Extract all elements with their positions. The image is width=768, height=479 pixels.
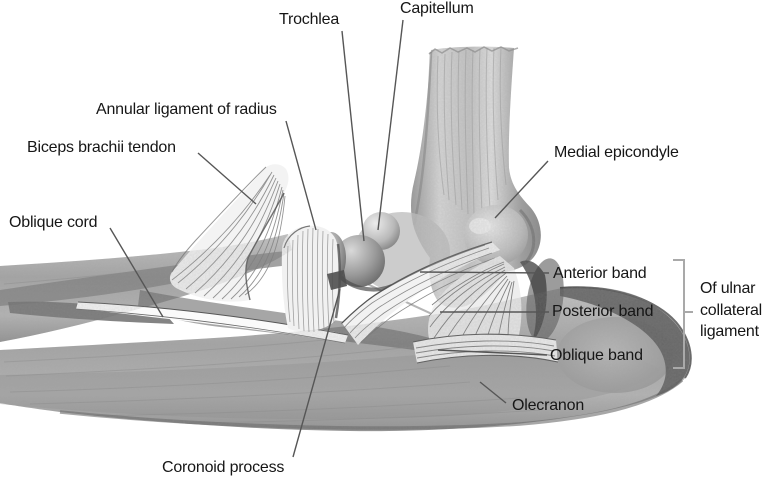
ucl-bracket (673, 259, 693, 369)
leader-lines (109, 19, 550, 458)
leader-coronoid-process (292, 288, 341, 458)
label-medial-epicondyle: Medial epicondyle (554, 144, 679, 161)
coronoid-process (327, 270, 347, 290)
label-coronoid-process: Coronoid process (162, 459, 285, 476)
label-annular-ligament: Annular ligament of radius (96, 101, 277, 118)
label-anterior-band: Anterior band (553, 265, 647, 282)
leader-biceps-tendon (197, 152, 257, 205)
label-oblique-band: Oblique band (550, 347, 643, 364)
annular-ligament (281, 225, 346, 333)
leader-oblique-cord (109, 227, 164, 318)
leader-trochlea (341, 30, 365, 242)
leader-capitellum (377, 19, 404, 231)
leader-oblique-band (437, 349, 548, 356)
label-trochlea: Trochlea (279, 11, 340, 28)
leader-medial-epicondyle (494, 160, 549, 219)
label-posterior-band: Posterior band (552, 303, 654, 320)
label-oblique-cord: Oblique cord (9, 214, 98, 231)
label-capitellum: Capitellum (400, 0, 474, 17)
label-olecranon: Olecranon (512, 397, 585, 414)
label-biceps-tendon: Biceps brachii tendon (27, 139, 176, 156)
leader-anterior-band (419, 271, 550, 274)
leader-olecranon (479, 381, 507, 404)
trochlea-knob (333, 235, 385, 287)
leader-annular-ligament (285, 120, 317, 231)
label-ucl-group: Of ulnar collateral ligament (700, 280, 763, 340)
